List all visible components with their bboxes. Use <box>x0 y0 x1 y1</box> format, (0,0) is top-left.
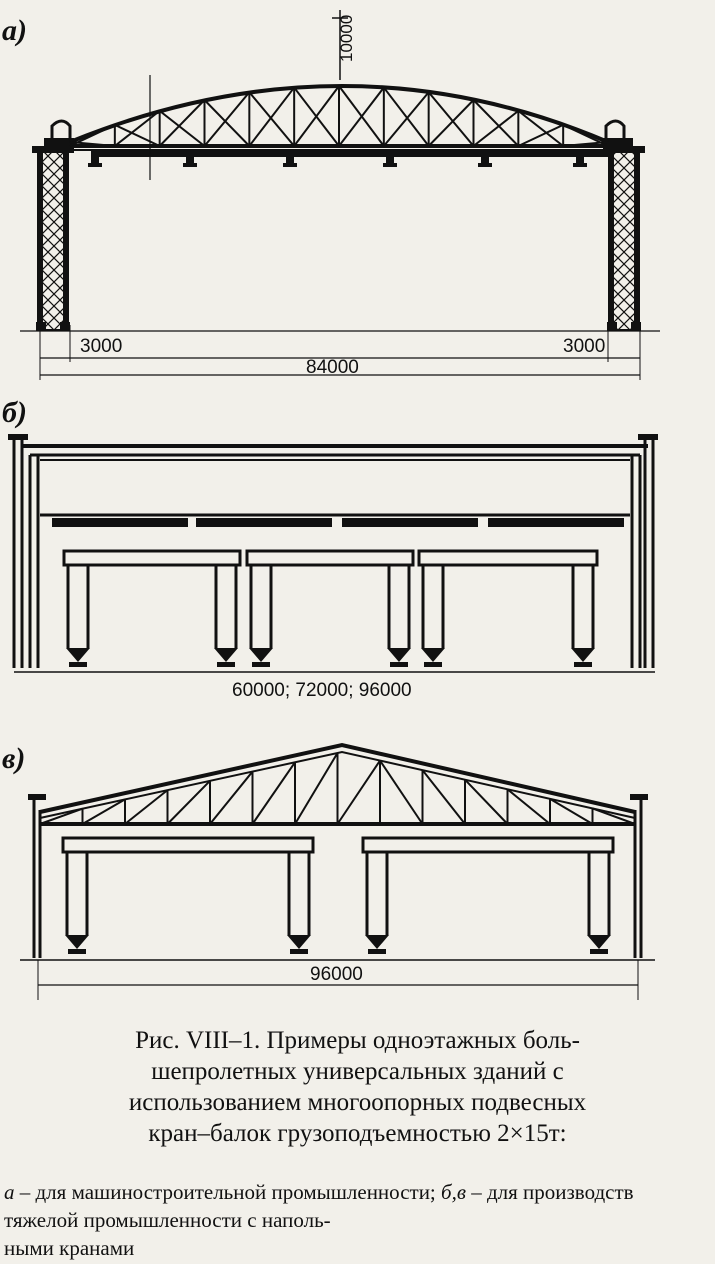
note-text-bv: – для производств тяжелой промышленности… <box>4 1180 634 1232</box>
note-last-line: ными кранами <box>4 1236 135 1260</box>
left-column-a <box>32 146 74 331</box>
caption-line: Рис. VIII–1. Примеры одноэтажных боль- <box>135 1027 580 1054</box>
columns-b <box>8 434 658 668</box>
caption-notes: а – для машиностроительной промышленност… <box>4 1178 709 1262</box>
floor-cranes-b <box>62 549 599 667</box>
columns-v <box>28 794 648 958</box>
panel-label-b: б) <box>2 396 27 429</box>
support-crane-a <box>44 119 633 146</box>
roof-truss-b <box>22 444 648 517</box>
section-a: а) <box>2 10 660 380</box>
figure-caption: Рис. VIII–1. Примеры одноэтажных боль- ш… <box>20 1025 695 1149</box>
height-dimension-a: 10000 <box>337 15 356 62</box>
crane-beam-a <box>88 150 608 167</box>
dimension-span-v: 96000 <box>310 964 363 985</box>
caption-line: использованием многоопорных подвесных <box>128 1089 587 1116</box>
note-letter-a: а <box>4 1180 15 1204</box>
note-letter-bv: б,в <box>441 1180 466 1204</box>
panel-label-v: в) <box>2 742 25 775</box>
panel-label-a: а) <box>2 14 27 47</box>
section-v: в) 96000 <box>2 742 655 1000</box>
right-column-a <box>603 146 645 331</box>
section-b: б) 60000; 720 <box>2 396 658 701</box>
dimension-left-a: 3000 <box>80 336 122 357</box>
building-sections-drawing: а) <box>2 10 660 1000</box>
dimension-span-a: 84000 <box>306 357 359 378</box>
crane-beams-b <box>52 518 624 527</box>
arched-truss-a <box>69 84 609 151</box>
gable-truss-v <box>39 742 636 826</box>
caption-line: шепролетных универсальных зданий с <box>151 1058 564 1085</box>
caption-line: кран–балок грузоподъемностью 2×15т: <box>148 1120 567 1147</box>
dimension-span-b: 60000; 72000; 96000 <box>232 680 412 701</box>
floor-cranes-v <box>61 836 615 954</box>
note-text-a: – для машиностроительной промышленности; <box>14 1180 442 1204</box>
dimension-right-a: 3000 <box>563 336 605 357</box>
